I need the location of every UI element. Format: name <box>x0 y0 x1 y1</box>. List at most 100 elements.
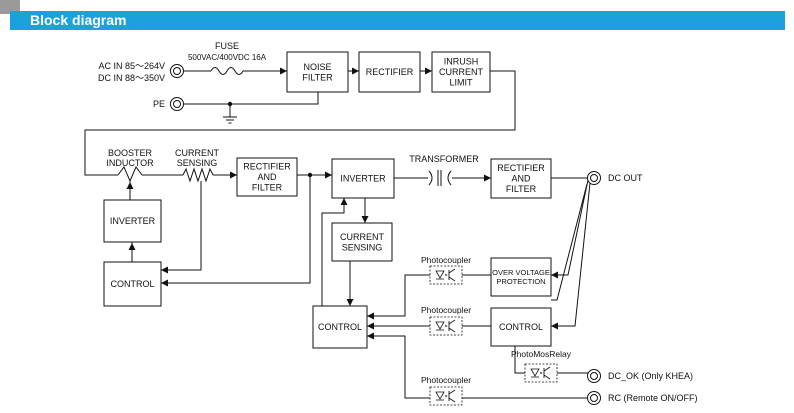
arrow-head <box>425 67 432 75</box>
photocoupler-3-label: Photocoupler <box>421 375 471 385</box>
rectifier-and-filter-2-block-label: RECTIFIER <box>497 163 545 173</box>
pe-label: PE <box>153 99 165 109</box>
photomos-relay-collector <box>543 366 551 372</box>
wire <box>184 92 319 105</box>
dc-in-label: DC IN 88〜350V <box>98 73 165 83</box>
arrow-head <box>352 67 359 75</box>
over-voltage-protection-block <box>490 257 552 297</box>
photocoupler-1-label: Photocoupler <box>421 255 471 265</box>
inrush-current-limit-block-label: CURRENT <box>439 67 484 77</box>
dc-out-terminal-inner <box>590 174 598 182</box>
rectifier-and-filter-1-block-label: AND <box>257 172 277 182</box>
photocoupler-1 <box>429 265 463 285</box>
arrow-head <box>325 171 332 179</box>
rectifier-and-filter-2-block-label: FILTER <box>506 184 537 194</box>
photocoupler-2-led-icon <box>435 321 445 330</box>
rectifier-block <box>358 51 421 93</box>
photomos-relay-emitter <box>543 374 551 380</box>
booster-label-1: BOOSTER <box>108 148 153 158</box>
noise-filter-block-label: FILTER <box>302 72 333 82</box>
wire <box>367 335 430 399</box>
arrow-head <box>551 271 558 279</box>
booster-inductor-symbol <box>117 166 143 183</box>
arrow-head <box>126 182 134 189</box>
wire <box>161 181 202 271</box>
arrow-head <box>161 266 168 274</box>
inrush-current-limit-block-label: LIMIT <box>449 78 473 88</box>
inrush-current-limit-block-label: INRUSH <box>444 57 479 67</box>
ac-in-label: AC IN 85〜264V <box>98 61 165 71</box>
main-control-block <box>312 305 368 349</box>
wire <box>514 346 525 374</box>
main-inverter-block-label: INVERTER <box>340 174 386 184</box>
header: Block diagram <box>0 0 794 30</box>
current-sense-resistor <box>182 167 214 183</box>
photocoupler-2-collector <box>448 319 456 325</box>
photocoupler-3 <box>429 386 463 406</box>
photocoupler-1-collector <box>448 268 456 274</box>
ac-in-terminal-inner <box>173 67 181 75</box>
wire <box>161 175 311 284</box>
photomos-relay-led-icon <box>530 368 540 377</box>
current-sensing-mid-block-label: CURRENT <box>340 232 385 242</box>
fuse-label: FUSE <box>215 41 239 51</box>
arrow-head <box>128 243 136 250</box>
booster-inverter-block-label: INVERTER <box>110 216 156 226</box>
photocoupler-1-light-icon <box>444 273 448 277</box>
wire <box>367 274 430 317</box>
secondary-control-block-label: CONTROL <box>499 322 543 332</box>
rectifier-block-label: RECTIFIER <box>366 67 414 77</box>
arrow-head <box>161 279 168 287</box>
photocoupler-1-emitter <box>448 276 456 282</box>
photomos-relay-light-icon <box>539 371 543 375</box>
photocoupler-3-collector <box>448 389 456 395</box>
inrush-current-limit-block <box>431 51 491 93</box>
arrow-head <box>361 216 369 223</box>
wire <box>551 179 589 276</box>
arrow-head <box>346 299 354 306</box>
photocoupler-2-light-icon <box>444 324 448 328</box>
photocoupler-3-led-icon <box>435 391 445 400</box>
dc-out-label: DC OUT <box>608 173 643 183</box>
booster-label-2: INDUCTOR <box>106 158 154 168</box>
wire <box>551 183 588 301</box>
arrow-head <box>551 322 558 330</box>
noise-filter-block <box>286 51 349 93</box>
main-inverter-block <box>331 158 395 199</box>
rectifier-and-filter-1-block-label: FILTER <box>252 183 283 193</box>
rectifier-and-filter-2-block-label: AND <box>511 174 531 184</box>
rectifier-and-filter-1-block <box>236 157 298 197</box>
current-sensing-mid-block-label: SENSING <box>342 242 383 252</box>
noise-filter-block-label: NOISE <box>303 62 331 72</box>
photocoupler-2 <box>429 316 463 336</box>
wire <box>321 198 345 306</box>
over-voltage-protection-block-label: PROTECTION <box>496 277 545 286</box>
photocoupler-1-led-icon <box>435 270 445 279</box>
current-sensing-top-label-1: CURRENT <box>175 148 220 158</box>
main-control-block-label: CONTROL <box>318 322 362 332</box>
fuse-symbol <box>210 67 244 75</box>
rectifier-and-filter-1-block-label: RECTIFIER <box>243 162 291 172</box>
over-voltage-protection-block-label: OVER VOLTAGE <box>492 268 550 277</box>
arrow-head <box>367 332 374 340</box>
pe-terminal-inner <box>173 100 181 108</box>
booster-inverter-block <box>103 199 162 243</box>
rc-label: RC (Remote ON/OFF) <box>608 393 698 403</box>
dc-ok-label: DC_OK (Only KHEA) <box>608 371 693 381</box>
transformer-primary-icon <box>428 170 433 186</box>
arrow-head <box>367 312 374 320</box>
arrow-head <box>280 67 287 75</box>
current-sensing-top-label-2: SENSING <box>177 158 218 168</box>
transformer-label: TRANSFORMER <box>409 154 479 164</box>
transformer-secondary-icon <box>447 170 452 186</box>
arrow-head <box>484 174 491 182</box>
booster-control-block-label: CONTROL <box>110 279 154 289</box>
header-bar <box>10 11 785 30</box>
arrow-head <box>230 171 237 179</box>
page-title: Block diagram <box>30 12 127 28</box>
rectifier-and-filter-2-block <box>490 158 552 199</box>
wire <box>551 182 591 327</box>
fuse-rating-label: 500VAC/400VDC 16A <box>188 53 267 62</box>
booster-control-block <box>103 261 162 307</box>
photocoupler-2-emitter <box>448 327 456 333</box>
